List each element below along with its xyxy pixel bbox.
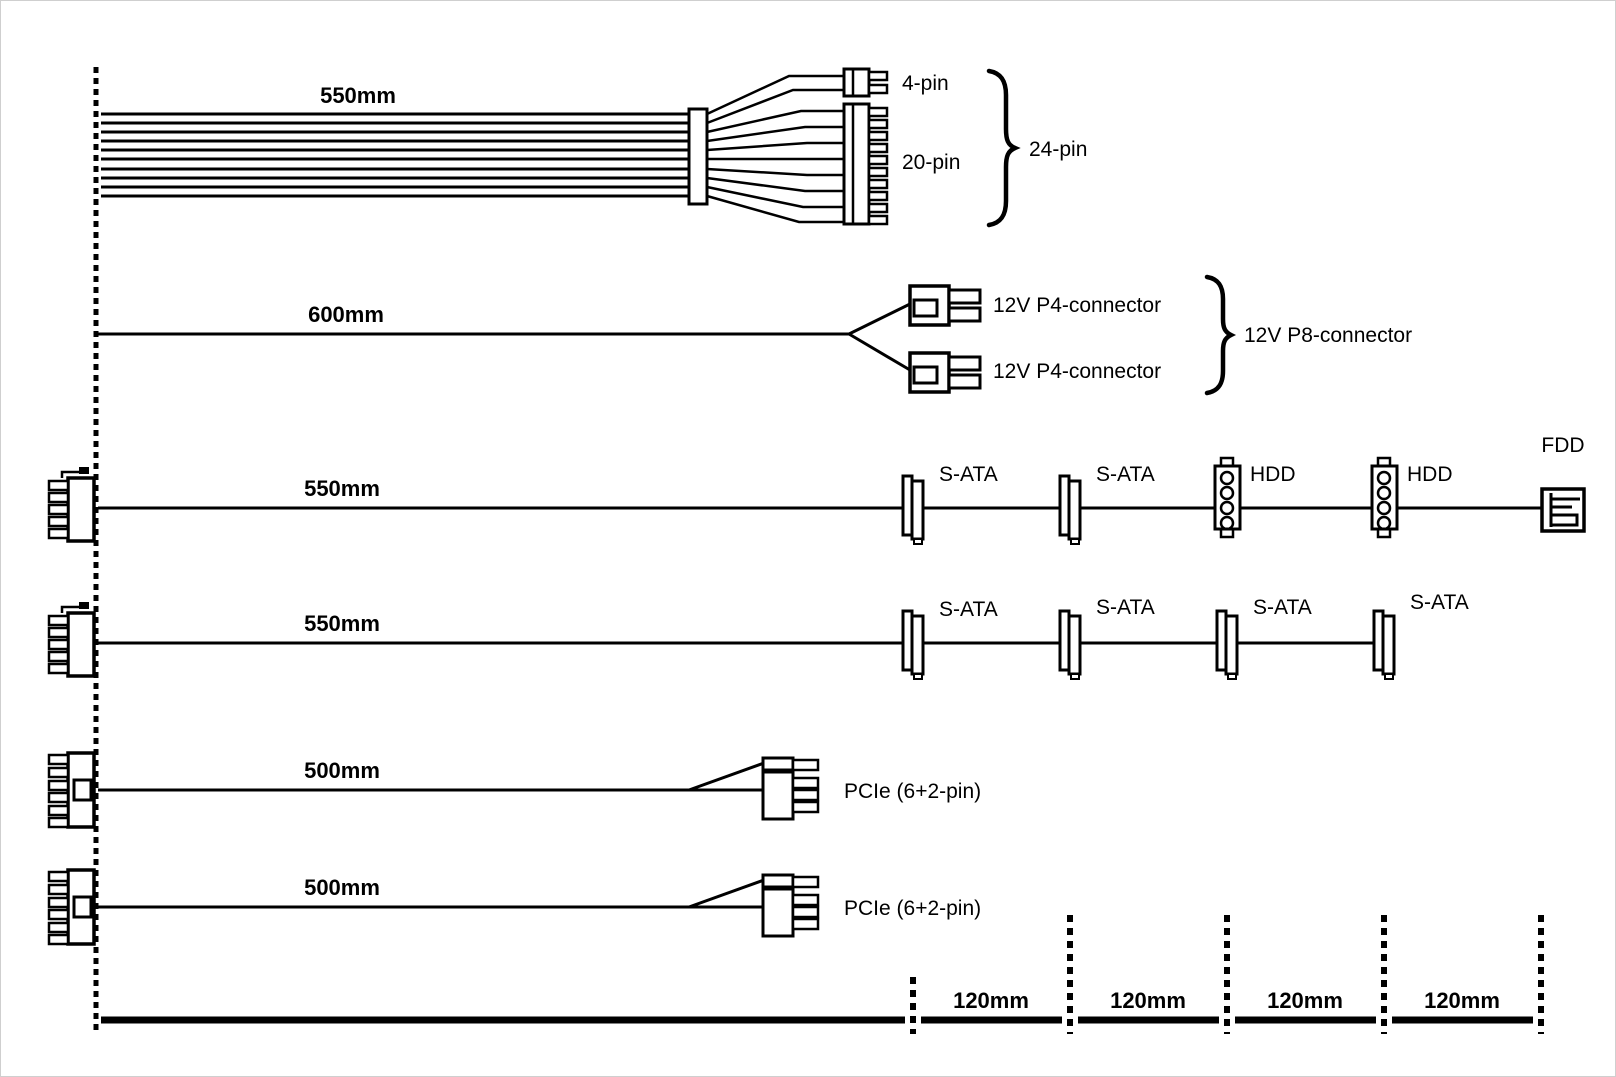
pcie2-length-label: 500mm: [304, 875, 380, 900]
brace-24pin: [986, 68, 1021, 228]
p4-connector-top: [908, 284, 982, 327]
atx-20pin-connector: [842, 102, 889, 226]
cable-peripheral-sata: 550mm S-ATA S-ATA: [47, 591, 1469, 680]
pcie1-split-wire: [688, 761, 765, 792]
pcie1-label: PCIe (6+2-pin): [844, 780, 981, 803]
cable-pcie-1: 500mm PCIe (6+2-pin): [47, 751, 981, 829]
sata-label: S-ATA: [1096, 463, 1155, 486]
brace-p8: [1204, 274, 1237, 396]
cable-pcie-2: 500mm PCIe (6+2-pin): [47, 868, 981, 946]
peripheral2-length-label: 550mm: [304, 611, 380, 636]
atx-24pin-label: 24-pin: [1029, 138, 1087, 161]
atx-cable-comb: [687, 107, 709, 206]
sata-label: S-ATA: [1410, 591, 1469, 614]
fdd-connector: [1540, 487, 1586, 533]
cable-atx: 550mm: [101, 67, 1087, 228]
ruler-segment-label: 120mm: [1110, 988, 1186, 1013]
psu-plug-peripheral1: [47, 467, 96, 543]
pcie-connector: [761, 873, 820, 938]
p4-bottom-label: 12V P4-connector: [993, 360, 1161, 383]
pcie-connector: [761, 756, 820, 821]
fdd-label: FDD: [1541, 434, 1584, 457]
pcie1-length-label: 500mm: [304, 758, 380, 783]
pcie2-split-wire: [688, 878, 765, 909]
psu-plug-pcie2: [47, 868, 96, 946]
cpu-split-wire-bottom: [848, 332, 911, 372]
hdd-label: HDD: [1250, 463, 1296, 486]
sata-connector: [1215, 609, 1239, 680]
cable-cpu-12v: 600mm 12V P4-connector 12V P4-connector …: [98, 274, 1412, 396]
pcie2-label: PCIe (6+2-pin): [844, 897, 981, 920]
ruler-segment-label: 120mm: [953, 988, 1029, 1013]
ruler-segment-label: 120mm: [1424, 988, 1500, 1013]
sata-connector: [901, 474, 925, 545]
sata-connector: [1058, 609, 1082, 680]
ruler-tick: [910, 915, 1544, 1034]
cable-peripheral-mixed: 550mm S-ATA S-ATA: [47, 434, 1586, 545]
cpu-split-wire-top: [848, 302, 911, 336]
sata-label: S-ATA: [1253, 596, 1312, 619]
sata-connector: [901, 609, 925, 680]
hdd-molex-connector: [1370, 456, 1399, 539]
atx-ribbon-wires: [101, 112, 690, 198]
atx-length-label: 550mm: [320, 83, 396, 108]
sata-label: S-ATA: [939, 463, 998, 486]
p4-connector-bottom: [908, 351, 982, 394]
p4-top-label: 12V P4-connector: [993, 294, 1161, 317]
sata-connector: [1372, 609, 1396, 680]
hdd-label: HDD: [1407, 463, 1453, 486]
hdd-molex-connector: [1213, 456, 1242, 539]
sata-label: S-ATA: [1096, 596, 1155, 619]
sata-connector: [1058, 474, 1082, 545]
psu-plug-peripheral2: [47, 602, 96, 678]
cpu-length-label: 600mm: [308, 302, 384, 327]
ruler-segment-label: 120mm: [1267, 988, 1343, 1013]
atx-20pin-label: 20-pin: [902, 151, 960, 174]
peripheral1-length-label: 550mm: [304, 476, 380, 501]
atx-fanout-wires: [706, 74, 845, 224]
sata-label: S-ATA: [939, 598, 998, 621]
length-ruler: 120mm 120mm 120mm 120mm: [101, 915, 1544, 1034]
atx-4pin-label: 4-pin: [902, 72, 949, 95]
psu-plug-pcie1: [47, 751, 96, 829]
atx-4pin-connector: [842, 67, 889, 98]
p8-label: 12V P8-connector: [1244, 324, 1412, 347]
